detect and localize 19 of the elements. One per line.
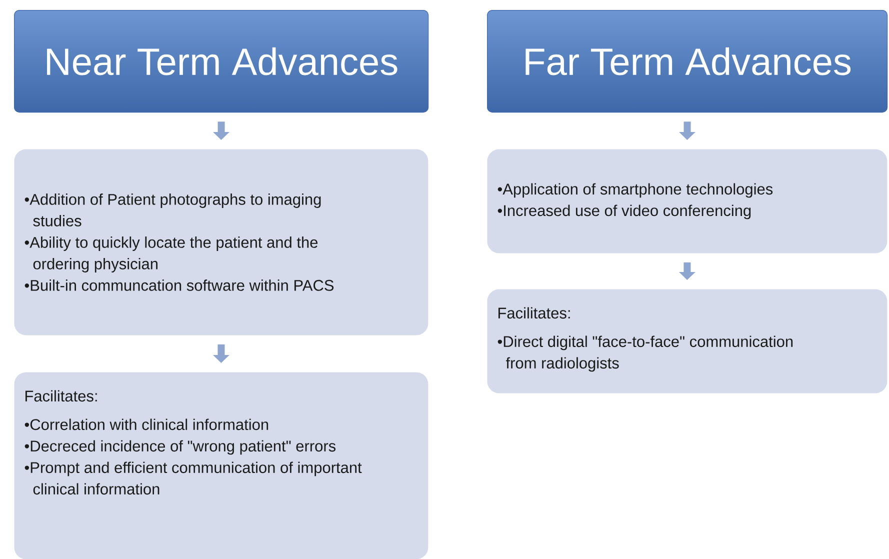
content-box: [14, 372, 428, 559]
title-box: [14, 10, 429, 113]
content-box: [487, 289, 888, 394]
bullet-item: •Built-in communcation software within PACS: [24, 280, 334, 291]
title-box: [487, 10, 888, 113]
bullet-item: •Application of smartphone technologies: [498, 183, 773, 198]
bullet-item: •Addition of Patient photographs to imaging studies: [24, 194, 321, 226]
content-box: [14, 149, 428, 336]
section-heading: Facilitates:: [498, 307, 570, 319]
content-box: [487, 149, 888, 254]
bullet-item: •Direct digital "face-to-face" communication from radiologists: [498, 336, 793, 372]
bullet-item: •Correlation with clinical information: [24, 418, 268, 430]
heading: Near Term Advances: [47, 47, 398, 76]
section-heading: Facilitates:: [25, 390, 97, 402]
heading: Far Term Advances: [526, 47, 851, 76]
bullet-item: •Prompt and efficient communication of important clinical information: [24, 462, 362, 495]
bullet-item: •Decreced incidence of "wrong patient" errors: [24, 440, 336, 455]
bullet-item: •Ability to quickly locate the patient and the ordering physician: [24, 236, 318, 272]
bullet-item: •Increased use of video conferencing: [498, 204, 751, 220]
